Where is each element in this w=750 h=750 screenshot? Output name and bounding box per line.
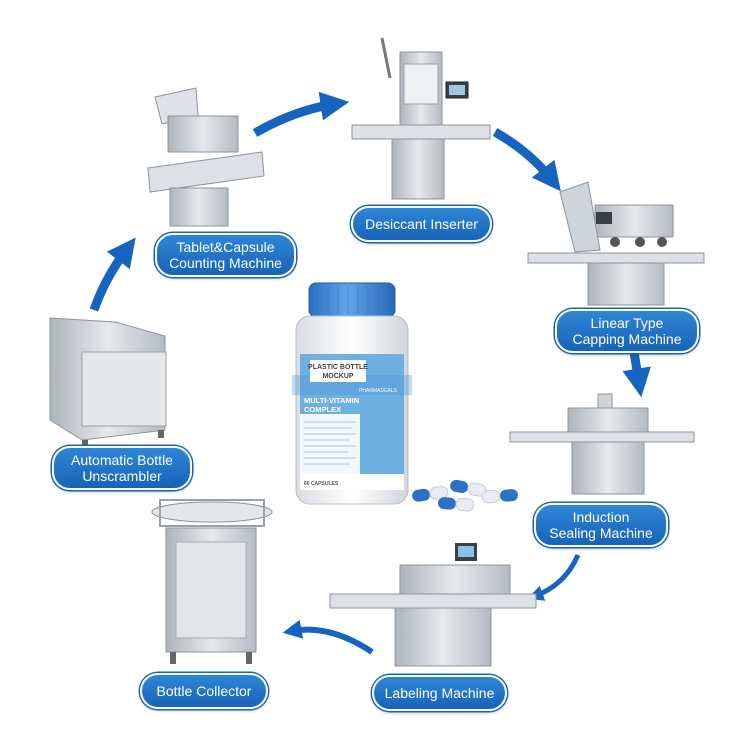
bottle-collector-machine bbox=[151, 499, 273, 664]
arrow-capping-to-sealing bbox=[622, 351, 651, 398]
capsules bbox=[412, 479, 518, 512]
bottle-unscrambler-machine bbox=[49, 317, 167, 448]
label-capping-machine: Linear Type Capping Machine bbox=[555, 309, 699, 353]
arrow-unscrambler-to-counting bbox=[89, 237, 136, 312]
bottle-capsule-count: 60 CAPSULES bbox=[304, 481, 339, 487]
label-sealing-line2: Sealing Machine bbox=[549, 525, 653, 541]
induction-sealing-machine bbox=[509, 393, 695, 495]
bottle-product-line2: COMPLEX bbox=[304, 405, 341, 414]
counting-machine bbox=[147, 87, 265, 227]
label-labeling-line1: Labeling Machine bbox=[384, 685, 495, 701]
desiccant-inserter-machine bbox=[351, 37, 491, 200]
label-capping-line1: Linear Type bbox=[590, 315, 664, 331]
label-capping-line2: Capping Machine bbox=[572, 331, 682, 347]
labeling-machine bbox=[329, 543, 537, 667]
label-unscrambler-line1: Automatic Bottle bbox=[71, 452, 173, 468]
label-collector-line1: Bottle Collector bbox=[156, 683, 252, 699]
bottle-title-line2: MOCKUP bbox=[322, 373, 353, 380]
label-counting-line2: Counting Machine bbox=[169, 255, 282, 271]
label-bottle-unscrambler: Automatic Bottle Unscrambler bbox=[52, 446, 192, 490]
supplement-bottle: PLASTIC BOTTLE MOCKUP PHARMADEALS MULTI-… bbox=[292, 282, 412, 505]
label-counting-line1: Tablet&Capsule bbox=[176, 239, 275, 255]
arrow-desiccant-to-capping bbox=[492, 128, 561, 192]
capping-machine bbox=[527, 181, 705, 306]
label-counting-machine: Tablet&Capsule Counting Machine bbox=[155, 233, 296, 277]
label-desiccant-inserter: Desiccant Inserter bbox=[351, 206, 492, 242]
label-sealing-line1: Induction bbox=[572, 509, 630, 525]
label-sealing-machine: Induction Sealing Machine bbox=[534, 503, 668, 547]
arrow-labeling-to-collector bbox=[282, 619, 374, 655]
arrow-counting-to-desiccant bbox=[252, 91, 350, 137]
label-labeling-machine: Labeling Machine bbox=[372, 675, 507, 711]
bottle-brand: PHARMADEALS bbox=[359, 388, 397, 394]
bottle-title-line1: PLASTIC BOTTLE bbox=[308, 364, 368, 371]
label-bottle-collector: Bottle Collector bbox=[140, 673, 268, 709]
label-desiccant-line1: Desiccant Inserter bbox=[365, 216, 478, 232]
arrow-sealing-to-labeling bbox=[527, 553, 581, 601]
bottle-product-line1: MULTI-VITAMIN bbox=[304, 396, 359, 405]
label-unscrambler-line2: Unscrambler bbox=[82, 468, 162, 484]
